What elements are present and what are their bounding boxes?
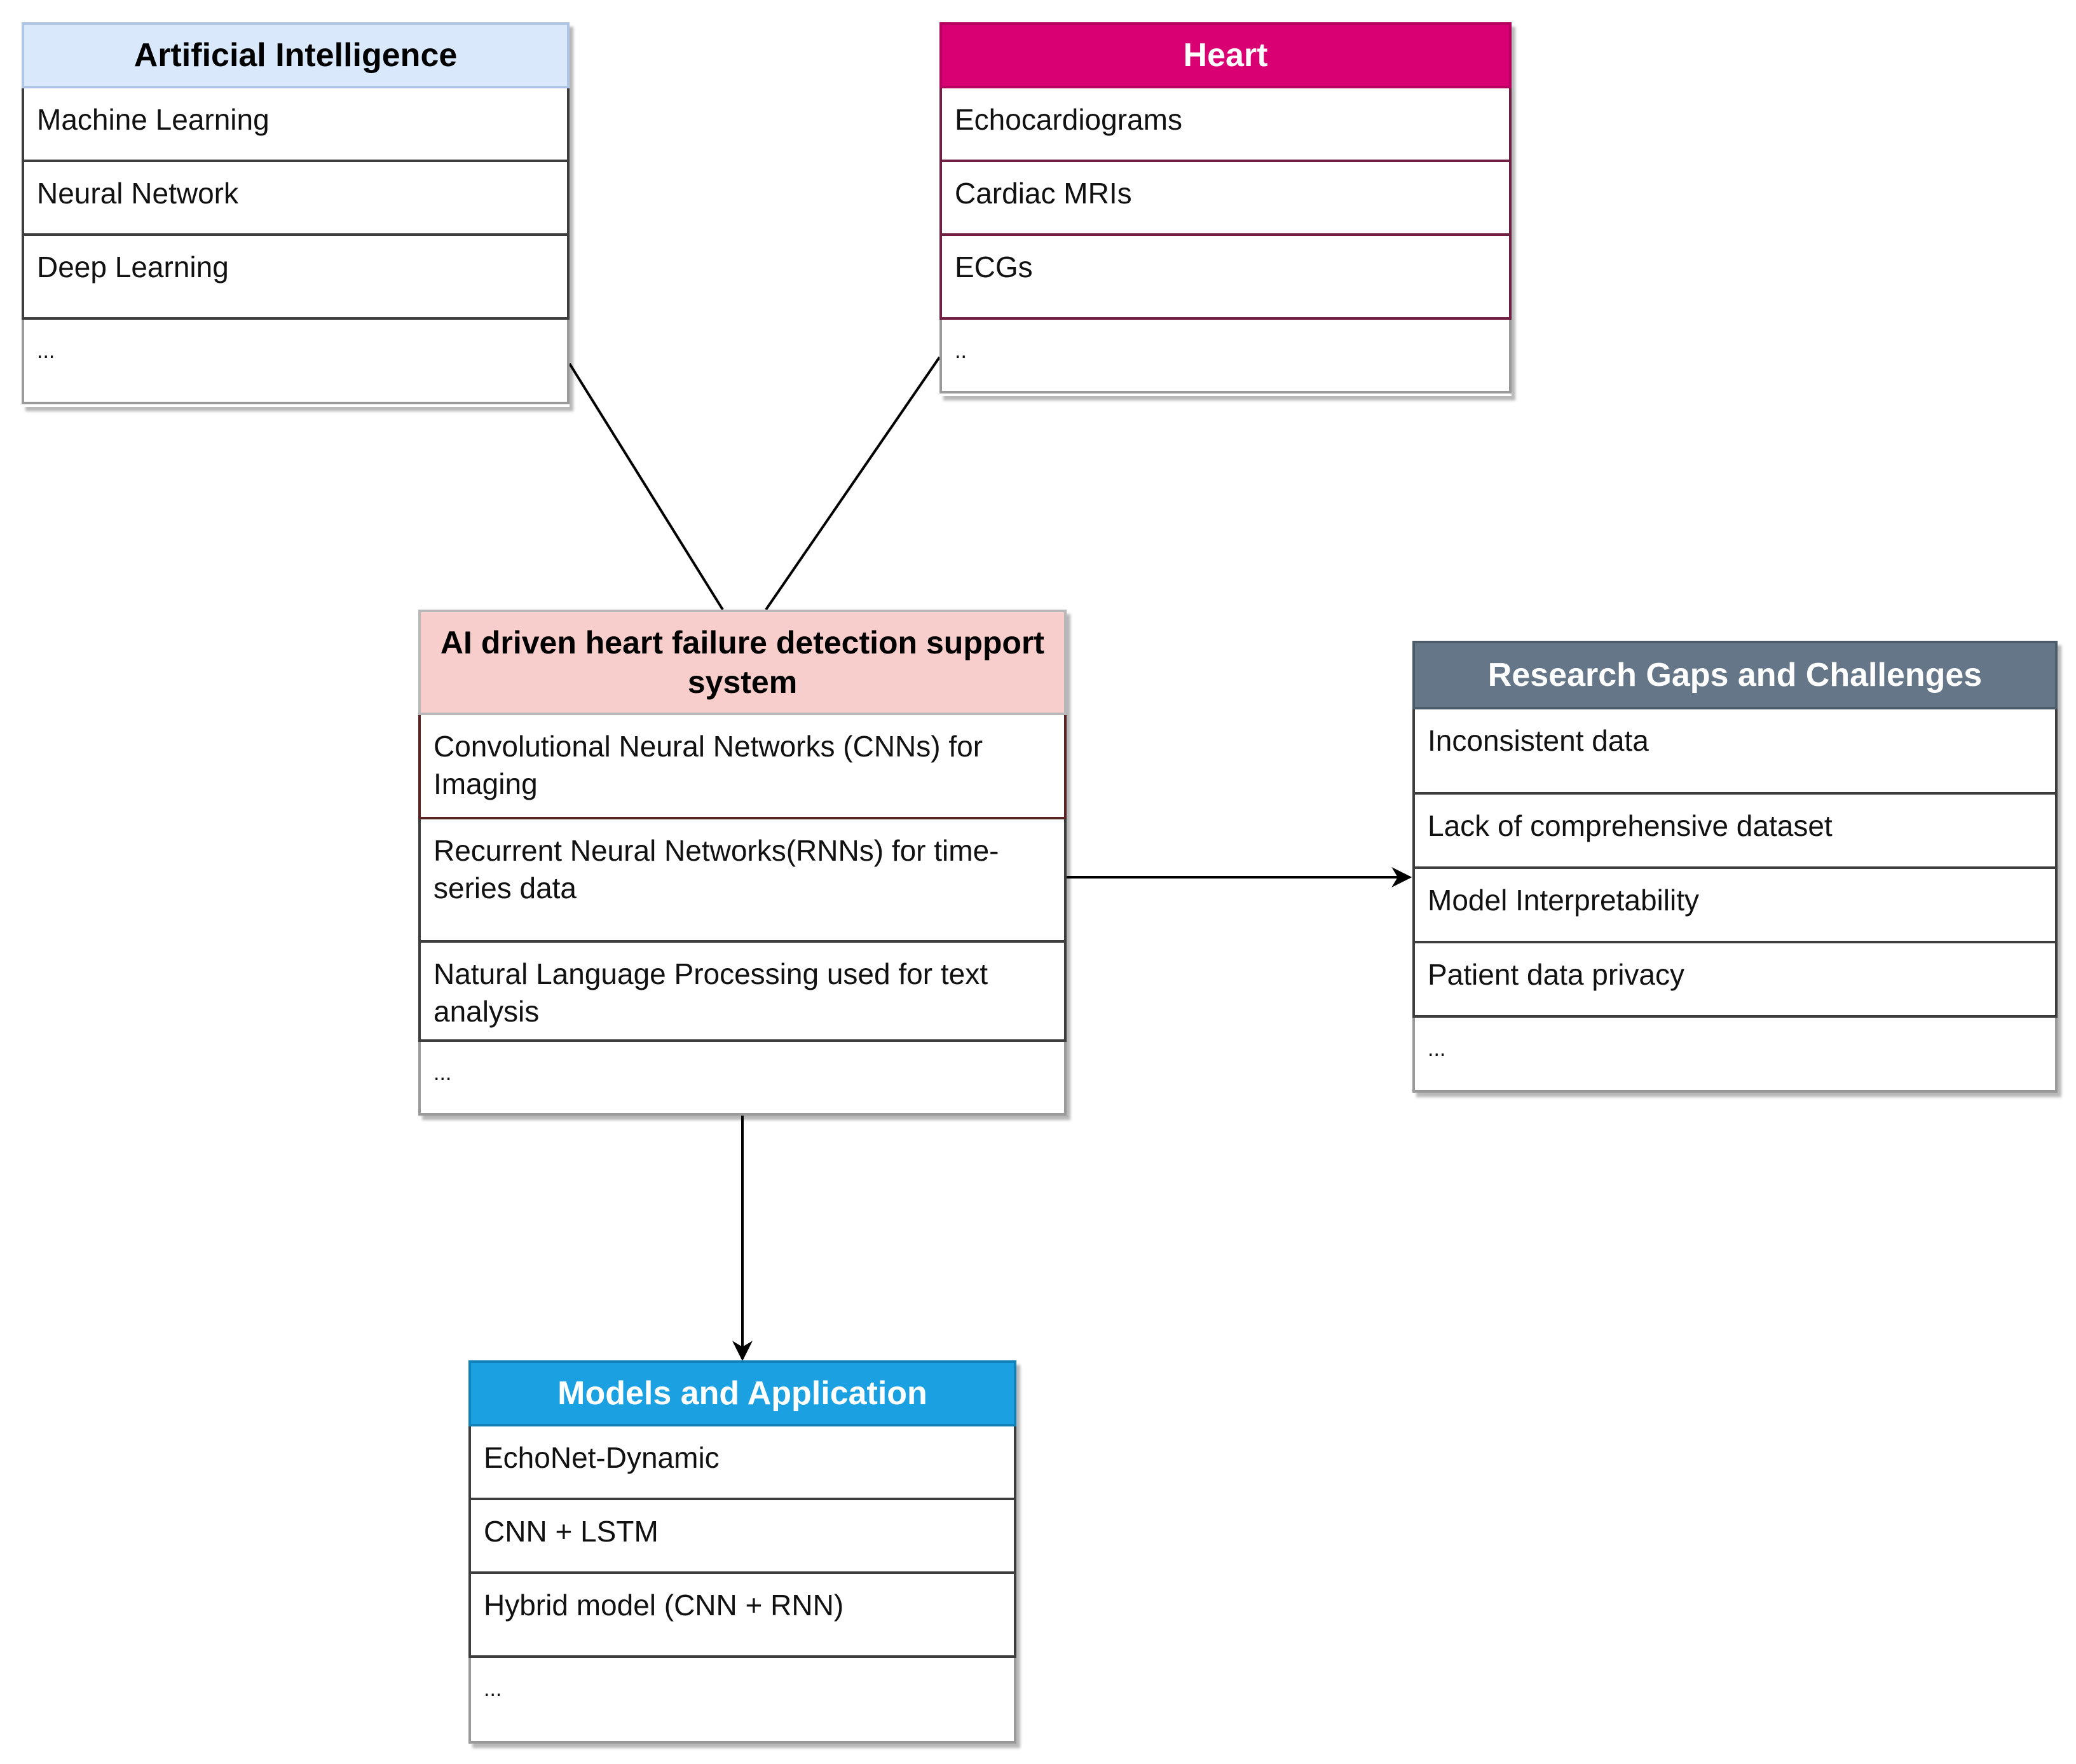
connector-heart-to-system [765, 356, 941, 611]
gaps-item-inconsistent-data: Inconsistent data [1412, 709, 2058, 795]
gaps-item-more: ... [1412, 1018, 2058, 1093]
ai-item-machine-learning: Machine Learning [22, 88, 570, 162]
ai-item-neural-network: Neural Network [22, 162, 570, 236]
system-item-rnn: Recurrent Neural Networks(RNNs) for time… [418, 819, 1067, 943]
system-box-title: AI driven heart failure detection suppor… [418, 610, 1067, 715]
heart-item-echocardiograms: Echocardiograms [939, 88, 1512, 162]
gaps-item-dataset: Lack of comprehensive dataset [1412, 795, 2058, 869]
gaps-item-privacy: Patient data privacy [1412, 943, 2058, 1018]
models-item-more: ... [468, 1658, 1016, 1744]
research-gaps-box: Research Gaps and Challenges Inconsisten… [1412, 641, 2058, 1093]
artificial-intelligence-box: Artificial Intelligence Machine Learning… [22, 22, 570, 407]
system-item-nlp: Natural Language Processing used for tex… [418, 943, 1067, 1042]
heart-item-ecgs: ECGs [939, 236, 1512, 320]
system-item-cnn: Convolutional Neural Networks (CNNs) for… [418, 715, 1067, 819]
ai-item-more: ... [22, 320, 570, 404]
heart-box: Heart Echocardiograms Cardiac MRIs ECGs … [939, 22, 1512, 396]
models-item-cnn-lstm: CNN + LSTM [468, 1500, 1016, 1574]
ai-heart-failure-system-box: AI driven heart failure detection suppor… [418, 610, 1067, 1116]
models-item-hybrid: Hybrid model (CNN + RNN) [468, 1574, 1016, 1658]
heart-box-title: Heart [939, 22, 1512, 88]
gaps-item-interpretability: Model Interpretability [1412, 869, 2058, 943]
ai-item-deep-learning: Deep Learning [22, 236, 570, 320]
models-application-box: Models and Application EchoNet-Dynamic C… [468, 1360, 1016, 1744]
system-item-more: ... [418, 1042, 1067, 1116]
heart-item-more: .. [939, 320, 1512, 393]
ai-box-title: Artificial Intelligence [22, 22, 570, 88]
gaps-box-title: Research Gaps and Challenges [1412, 641, 2058, 709]
connector-ai-to-system [568, 362, 724, 611]
models-box-title: Models and Application [468, 1360, 1016, 1426]
models-item-echonet: EchoNet-Dynamic [468, 1426, 1016, 1500]
heart-item-cardiac-mris: Cardiac MRIs [939, 162, 1512, 236]
